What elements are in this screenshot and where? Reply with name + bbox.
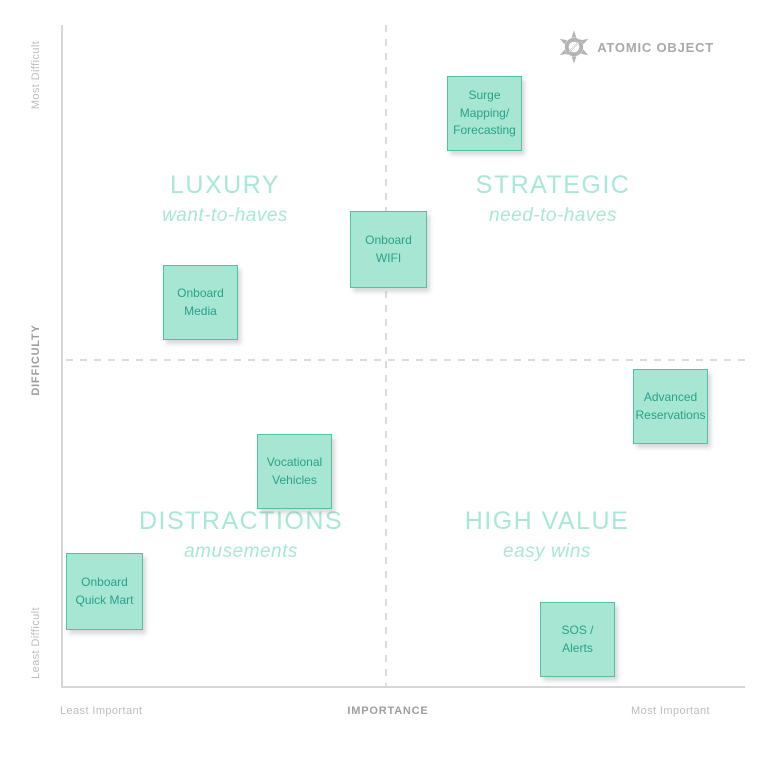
- horizontal-divider-dashed: [66, 359, 752, 361]
- y-axis-bottom-label: Least Difficult: [30, 607, 42, 679]
- sticky-note-advanced-reservations[interactable]: Advanced Reservations: [633, 369, 708, 444]
- sticky-note-onboard-wifi[interactable]: Onboard WIFI: [350, 211, 427, 288]
- quadrant-luxury-title: LUXURY: [170, 171, 280, 199]
- x-axis-line: [61, 686, 745, 688]
- sticky-note-onboard-media[interactable]: Onboard Media: [163, 265, 238, 340]
- quadrant-strategic-subtitle: need-to-haves: [489, 204, 617, 226]
- quadrant-luxury-subtitle: want-to-haves: [162, 204, 288, 226]
- sticky-note-label: Onboard WIFI: [365, 233, 412, 265]
- atomic-object-logo: ATOMIC OBJECT: [557, 30, 714, 64]
- quadrant-luxury: LUXURY want-to-haves: [162, 171, 288, 227]
- sticky-note-surge-mapping-forecasting[interactable]: Surge Mapping/ Forecasting: [447, 76, 522, 151]
- sticky-note-label: SOS / Alerts: [561, 623, 594, 655]
- y-axis-top-label: Most Difficult: [30, 40, 42, 110]
- sticky-note-label: Onboard Quick Mart: [75, 575, 134, 607]
- quadrant-high-value-title: HIGH VALUE: [464, 507, 630, 535]
- vertical-divider-dashed: [385, 25, 387, 687]
- sticky-note-label: Onboard Media: [177, 286, 224, 318]
- x-axis-right-label: Most Important: [631, 705, 710, 717]
- atomic-object-icon: [559, 30, 589, 64]
- sticky-note-vocational-vehicles[interactable]: Vocational Vehicles: [257, 434, 332, 509]
- atomic-object-wordmark: ATOMIC OBJECT: [597, 39, 714, 55]
- sticky-note-label: Vocational Vehicles: [266, 455, 323, 487]
- x-axis-title: IMPORTANCE: [347, 705, 429, 717]
- quadrant-high-value-subtitle: easy wins: [503, 540, 591, 562]
- sticky-note-label: Advanced Reservations: [635, 390, 706, 422]
- x-axis-left-label: Least Important: [60, 705, 143, 717]
- quadrant-high-value: HIGH VALUE easy wins: [464, 507, 630, 563]
- sticky-note-sos-alerts[interactable]: SOS / Alerts: [540, 602, 615, 677]
- y-axis-title: DIFFICULTY: [30, 324, 42, 396]
- quadrant-strategic-title: STRATEGIC: [475, 171, 631, 199]
- quadrant-distractions: DISTRACTIONS amusements: [138, 507, 344, 563]
- quadrant-distractions-title: DISTRACTIONS: [138, 507, 344, 535]
- quadrant-strategic: STRATEGIC need-to-haves: [475, 171, 631, 227]
- sticky-note-onboard-quick-mart[interactable]: Onboard Quick Mart: [66, 553, 143, 630]
- sticky-note-label: Surge Mapping/ Forecasting: [453, 88, 516, 138]
- quadrant-distractions-subtitle: amusements: [184, 540, 298, 562]
- y-axis-line: [61, 25, 63, 688]
